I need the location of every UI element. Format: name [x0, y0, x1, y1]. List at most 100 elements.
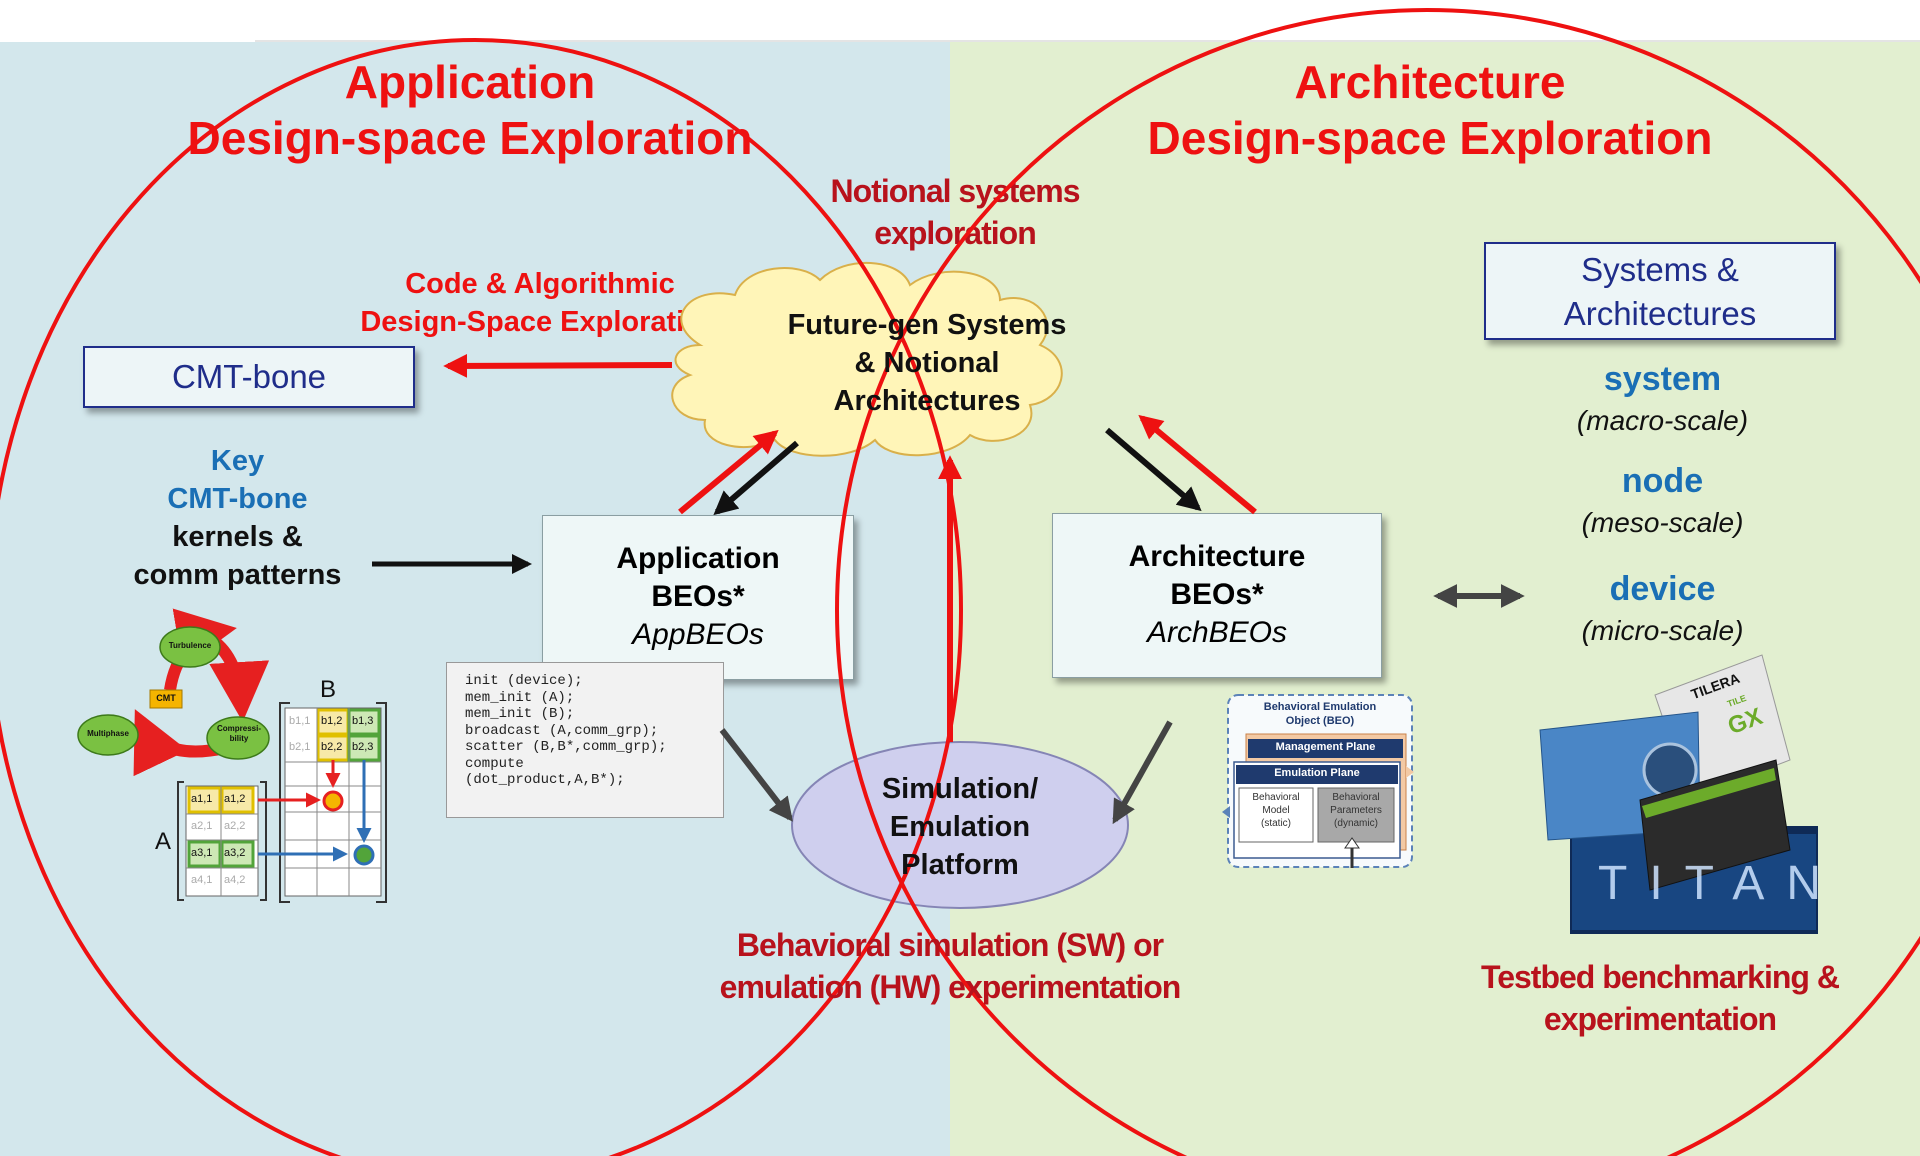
- hardware-collage: [1539, 654, 1818, 934]
- systems-box-line1: Systems &: [1581, 251, 1739, 288]
- cycle-cmt-label: CMT: [156, 693, 176, 703]
- beo-model-line3: (static): [1261, 818, 1291, 829]
- beo-title-line1: Behavioral Emulation: [1263, 701, 1377, 713]
- cycle-turbulence-label: Turbulence: [168, 641, 212, 650]
- beo-model-line1: Behavioral: [1252, 792, 1300, 803]
- beo-params-line3: (dynamic): [1334, 818, 1378, 829]
- matrix-b-cell: b1,1: [289, 715, 311, 727]
- platform-line1: Simulation/: [881, 773, 1039, 805]
- cycle-multiphase-label: Multiphase: [87, 729, 129, 738]
- app-beo-line2: BEOs*: [651, 580, 745, 613]
- key-line3: kernels &: [172, 521, 303, 553]
- simulation-platform-ellipse: [791, 741, 1129, 909]
- notional-systems-label: Notional systems exploration: [760, 170, 1150, 254]
- cmt-bone-box-label: CMT-bone: [171, 358, 327, 395]
- matrix-b-cell: b2,3: [352, 741, 374, 753]
- beo-behavioral-params: Behavioral Parameters (dynamic): [1318, 791, 1394, 830]
- application-beos-box: Application BEOs* AppBEOs: [542, 515, 854, 680]
- beo-title-line2: Object (BEO): [1285, 715, 1355, 727]
- beo-behavioral-model: Behavioral Model (static): [1239, 791, 1313, 830]
- matrix-a-label: A: [155, 828, 172, 855]
- scale-node-desc: (meso-scale): [1581, 507, 1744, 538]
- application-title-line2: Design-space Exploration: [187, 112, 753, 164]
- platform-line3: Platform: [901, 849, 1019, 881]
- key-kernels-label: Key CMT-bone kernels & comm patterns: [100, 442, 375, 594]
- code-snippet: init (device); mem_init (A); mem_init (B…: [446, 662, 724, 818]
- platform-text: Simulation/ Emulation Platform: [815, 770, 1105, 884]
- beo-params-line2: Parameters: [1330, 805, 1382, 816]
- future-gen-cloud: [671, 261, 1063, 457]
- matrix-b-cell: b2,1: [289, 741, 311, 753]
- scale-system-name: system: [1603, 360, 1722, 398]
- behavioral-line1: Behavioral simulation (SW) or: [736, 927, 1164, 963]
- systems-box-line2: Architectures: [1563, 295, 1757, 332]
- matrix-a-cell: a3,2: [224, 847, 246, 859]
- arrow-appbeo-to-platform: [719, 728, 793, 822]
- arrow-cloud-to-cmt-bone: [443, 353, 673, 378]
- matrix-b-cell: b1,3: [352, 715, 374, 727]
- architecture-title-line2: Design-space Exploration: [1147, 112, 1713, 164]
- key-line4: comm patterns: [133, 559, 342, 591]
- code-exploration-line1: Code & Algorithmic: [405, 268, 675, 300]
- matrix-a-cell: a4,1: [191, 874, 213, 886]
- application-title: Application Design-space Exploration: [90, 54, 850, 166]
- architecture-title: Architecture Design-space Exploration: [1050, 54, 1810, 166]
- code-exploration-line2: Design-Space Exploration: [360, 306, 720, 338]
- cycle-compressibility-label: Compressi-bility: [216, 724, 261, 743]
- architecture-title-line1: Architecture: [1294, 56, 1566, 108]
- behavioral-simulation-label: Behavioral simulation (SW) or emulation …: [660, 924, 1240, 1008]
- arrow-archbeo-to-platform: [1112, 720, 1173, 825]
- matrix-b-cell: b1,2: [321, 715, 343, 727]
- matrix-b-label: B: [320, 676, 337, 703]
- beo-diagram: [1222, 694, 1414, 868]
- matrix-a-cell: a3,1: [191, 847, 213, 859]
- beo-params-line1: Behavioral: [1332, 792, 1380, 803]
- key-line1: Key: [210, 445, 265, 477]
- beo-emulation-plane: Emulation Plane: [1274, 767, 1360, 779]
- app-beo-line1: Application: [616, 542, 780, 575]
- architecture-dse-circle: [835, 8, 1920, 1156]
- matrix-a-cell: a1,1: [191, 793, 213, 805]
- application-dse-circle: [0, 38, 963, 1156]
- matrix-a-cell: a2,1: [191, 820, 213, 832]
- matrix-a-cell: a1,2: [224, 793, 246, 805]
- cloud-line2: & Notional: [854, 347, 1000, 379]
- cloud-line1: Future-gen Systems: [787, 309, 1067, 341]
- matrix-b-cell: b2,2: [321, 741, 343, 753]
- testbed-label: Testbed benchmarking & experimentation: [1435, 956, 1885, 1040]
- notional-line1: Notional systems: [830, 173, 1081, 209]
- arch-beo-line1: Architecture: [1128, 540, 1306, 573]
- architecture-beos-box: Architecture BEOs* ArchBEOs: [1052, 513, 1382, 678]
- arrow-cloud-to-appbeo: [713, 440, 799, 516]
- arrow-cloud-to-archbeo: [1105, 427, 1202, 512]
- scale-device-name: device: [1609, 570, 1716, 608]
- beo-title: Behavioral Emulation Object (BEO): [1240, 700, 1400, 728]
- matrix-a-cell: a2,2: [224, 820, 246, 832]
- scale-node-name: node: [1621, 462, 1704, 500]
- key-line2: CMT-bone: [167, 483, 308, 515]
- code-exploration-label: Code & Algorithmic Design-Space Explorat…: [330, 265, 750, 341]
- titan-label: TITAN: [1598, 857, 1844, 910]
- matrix-a-cell: a4,2: [224, 874, 246, 886]
- cloud-text: Future-gen Systems & Notional Architectu…: [752, 306, 1102, 420]
- systems-architectures-box: Systems & Architectures: [1484, 242, 1836, 340]
- matrix-diagram: [177, 702, 387, 903]
- cmt-cycle-diagram: [77, 608, 270, 777]
- testbed-line1: Testbed benchmarking &: [1481, 959, 1840, 995]
- arch-beo-line2: BEOs*: [1170, 578, 1264, 611]
- arrow-archbeo-to-cloud: [1138, 414, 1257, 515]
- behavioral-line2: emulation (HW) experimentation: [719, 969, 1182, 1005]
- testbed-line2: experimentation: [1543, 1001, 1777, 1037]
- cmt-bone-box: CMT-bone: [83, 346, 415, 408]
- application-title-line1: Application: [344, 56, 596, 108]
- arch-beo-line3: ArchBEOs: [1146, 616, 1288, 649]
- beo-management-plane: Management Plane: [1275, 741, 1376, 753]
- notional-line2: exploration: [874, 215, 1036, 251]
- arrow-appbeo-to-cloud: [678, 429, 779, 515]
- beo-model-line2: Model: [1262, 805, 1290, 816]
- scale-device-desc: (micro-scale): [1581, 615, 1744, 646]
- platform-line2: Emulation: [889, 811, 1031, 843]
- scale-system-desc: (macro-scale): [1576, 405, 1749, 436]
- app-beo-line3: AppBEOs: [632, 618, 764, 651]
